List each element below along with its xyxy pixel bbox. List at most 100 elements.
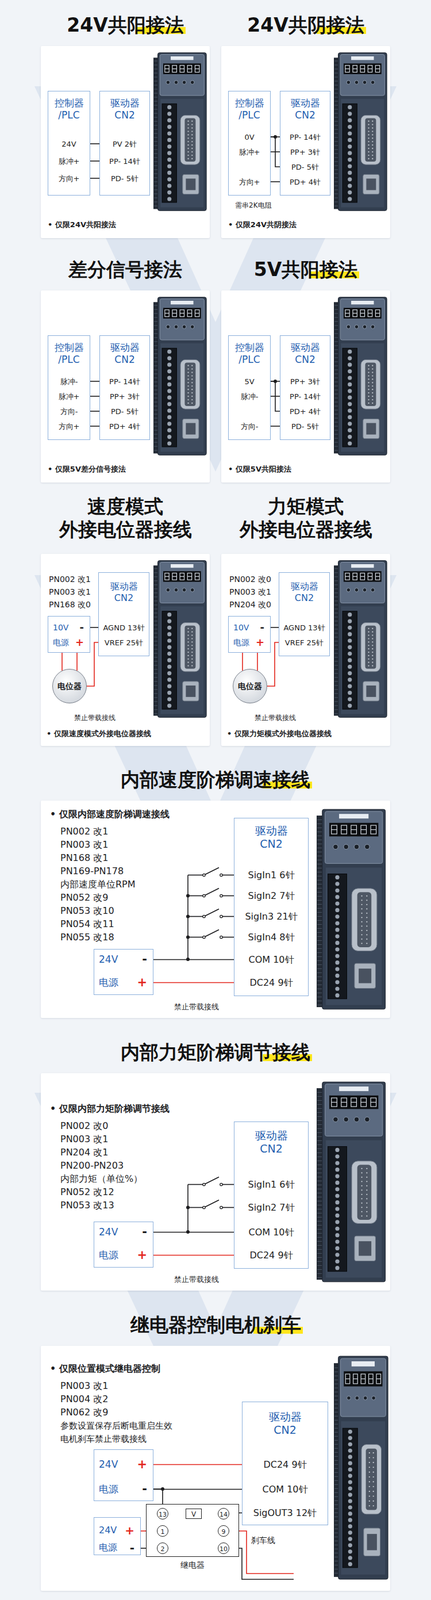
- wire: [90, 395, 100, 397]
- display-digit: [345, 312, 350, 314]
- terminal-screw: [347, 355, 352, 360]
- connector-pin: [187, 651, 189, 653]
- connector-pin: [367, 398, 369, 400]
- switch-contact: [202, 872, 206, 876]
- connector-pin: [360, 1171, 363, 1173]
- terminal-screw: [167, 414, 172, 419]
- display-digit: [164, 309, 169, 317]
- connector-pin: [360, 1210, 363, 1212]
- connector-pin: [367, 364, 369, 367]
- db-connector: [351, 887, 377, 951]
- display-digit: [194, 65, 199, 73]
- terminal-screw: [347, 637, 352, 642]
- panel-button: [174, 587, 179, 592]
- terminal-screw: [335, 894, 340, 899]
- text-slot: 电位器: [233, 668, 267, 703]
- terminal-block: [328, 1145, 348, 1271]
- label-text: 驱动器 CN2: [255, 823, 288, 850]
- label-text: PD+ 4针: [289, 406, 321, 416]
- panel-button: [190, 587, 195, 592]
- connector-pin: [191, 144, 193, 146]
- terminal-screw: [167, 124, 172, 129]
- display-digit: [172, 572, 177, 580]
- text-slot: 电源: [98, 1247, 119, 1262]
- display: [343, 1370, 383, 1385]
- panel-button: [362, 324, 367, 329]
- text-slot: COM 10针: [234, 952, 309, 965]
- terminal-screw: [348, 1441, 353, 1446]
- connector-pin: [371, 633, 373, 636]
- display-digit: [353, 1377, 359, 1379]
- terminal-screw: [347, 434, 352, 439]
- terminal-screw: [347, 176, 352, 182]
- terminal-screw: [335, 1199, 340, 1204]
- text-slot: SigOUT3 12针: [242, 1505, 328, 1518]
- terminal-screw: [347, 440, 352, 445]
- connector-pin: [191, 385, 193, 387]
- label-text: PP- 14针: [109, 156, 141, 166]
- note-slot: PN054 改11: [60, 917, 115, 930]
- connector-pin: [191, 651, 193, 653]
- wire: [153, 958, 234, 960]
- panel-button: [353, 843, 360, 849]
- text-slot: 5V: [228, 375, 271, 387]
- note-text: PN003 改1: [48, 586, 91, 596]
- connector-pin: [187, 378, 189, 380]
- connector-pin: [371, 630, 373, 633]
- label-text: -: [129, 1539, 135, 1554]
- relay-pin: 1: [156, 1524, 169, 1536]
- note-slot: PN053 改13: [60, 1198, 115, 1211]
- connector-pin: [366, 1197, 368, 1199]
- label-text: 9: [221, 1526, 226, 1535]
- label-text: 电位器: [57, 680, 82, 691]
- text-slot: 方向-: [48, 405, 90, 417]
- note-slot: • 仅限24V共阴接法: [228, 218, 297, 230]
- display-digit: [367, 65, 372, 73]
- note-slot: PN168 改0: [48, 598, 91, 610]
- display-digit: [345, 309, 350, 317]
- connector-pin: [366, 1214, 368, 1216]
- terminal-screw: [167, 434, 172, 439]
- text-slot: DC24 9针: [234, 1248, 309, 1261]
- db-connector-shell: [364, 362, 376, 407]
- label-text: 方向+: [58, 421, 80, 431]
- terminal-screw: [335, 986, 340, 991]
- connector-pin: [371, 627, 373, 629]
- text-slot: DC24 9针: [242, 1457, 328, 1470]
- terminal-screw: [347, 670, 352, 675]
- display-digit: [187, 65, 192, 73]
- terminal-screw: [347, 349, 352, 354]
- connector-pin: [191, 130, 193, 132]
- small-connector: [363, 174, 380, 194]
- connector-pin: [187, 154, 189, 156]
- display-digit: [341, 824, 348, 834]
- display-digit: [368, 1372, 374, 1383]
- db-connector: [360, 622, 381, 672]
- connector-pin: [372, 1489, 375, 1491]
- display-digit: [367, 68, 372, 69]
- terminal-screw: [335, 1212, 340, 1217]
- connector-pin: [367, 130, 369, 132]
- note-slot: PN002 改1: [48, 572, 91, 584]
- terminal-block: [342, 1426, 358, 1566]
- terminal-screw: [348, 1447, 353, 1452]
- switch-contact: [220, 893, 223, 896]
- connector-pin: [371, 637, 373, 639]
- display: [163, 63, 202, 75]
- panel-button: [364, 843, 371, 849]
- connector-pin: [371, 640, 373, 642]
- label-text: 24V: [98, 1457, 118, 1469]
- connector-pin: [368, 1503, 371, 1506]
- switch-wire: [222, 874, 234, 876]
- connector-pin: [371, 371, 373, 373]
- note-text: PN055 改18: [60, 930, 115, 942]
- terminal-screw: [347, 137, 352, 142]
- front-panel: [340, 98, 384, 208]
- marker-highlight: [136, 27, 186, 34]
- terminal-screw: [335, 972, 340, 977]
- switch-blade: [205, 1199, 219, 1207]
- panel-button: [343, 843, 349, 849]
- terminal-screw: [335, 946, 340, 951]
- power-box: 10V-电源+: [47, 615, 91, 653]
- display-digit: [360, 572, 365, 580]
